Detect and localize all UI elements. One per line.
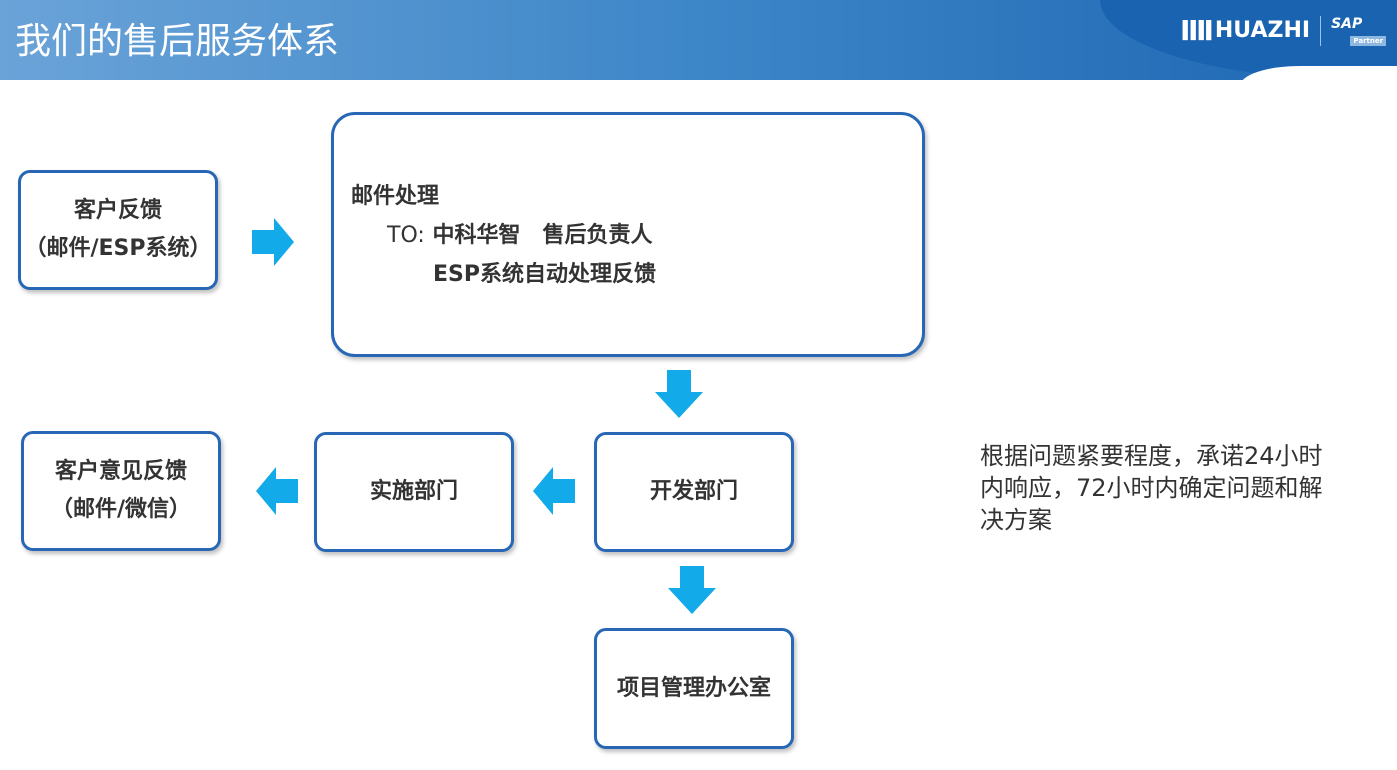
box-customer-feedback: 客户反馈 （邮件/ESP系统） <box>18 170 218 290</box>
recipient: 中科华智 售后负责人 <box>432 223 653 248</box>
page-title: 我们的售后服务体系 <box>15 21 340 62</box>
huazhi-logo: ⅢⅠ HUAZHI SAP Partner <box>1180 14 1387 47</box>
huazhi-mark-icon: ⅢⅠ <box>1180 14 1214 47</box>
box-text: 客户意见反馈 <box>54 459 187 484</box>
box-development: 开发部门 <box>594 432 794 552</box>
box-text: 实施部门 <box>369 479 458 504</box>
header-corner <box>1240 66 1397 80</box>
box-title: 邮件处理 <box>351 184 440 209</box>
to-label: TO: <box>387 223 425 248</box>
header-banner: 我们的售后服务体系 ⅢⅠ HUAZHI SAP Partner <box>0 0 1397 80</box>
box-text: （邮件/ESP系统） <box>24 236 212 261</box>
arrow-right-icon <box>252 218 294 266</box>
response-commitment-note: 根据问题紧要程度，承诺24小时内响应，72小时内确定问题和解决方案 <box>980 442 1323 534</box>
box-text: 开发部门 <box>649 479 738 504</box>
sap-partner-logo: SAP Partner <box>1331 16 1387 46</box>
arrow-down-icon <box>655 370 703 418</box>
box-customer-opinion: 客户意见反馈 （邮件/微信） <box>21 431 221 551</box>
logo-divider <box>1320 15 1322 46</box>
box-pmo: 项目管理办公室 <box>594 628 794 749</box>
arrow-down-icon <box>668 566 716 614</box>
logo-text: HUAZHI <box>1214 18 1311 43</box>
box-mail-processing: 邮件处理 TO: 中科华智 售后负责人 ESP系统自动处理反馈 <box>331 112 925 357</box>
box-text: 项目管理办公室 <box>616 675 771 701</box>
arrow-left-icon <box>533 467 575 515</box>
esp-line: ESP系统自动处理反馈 <box>433 262 656 287</box>
arrow-left-icon <box>256 467 298 515</box>
box-text: 客户反馈 <box>73 198 162 223</box>
box-implementation: 实施部门 <box>314 432 514 552</box>
box-text: （邮件/微信） <box>50 497 192 522</box>
